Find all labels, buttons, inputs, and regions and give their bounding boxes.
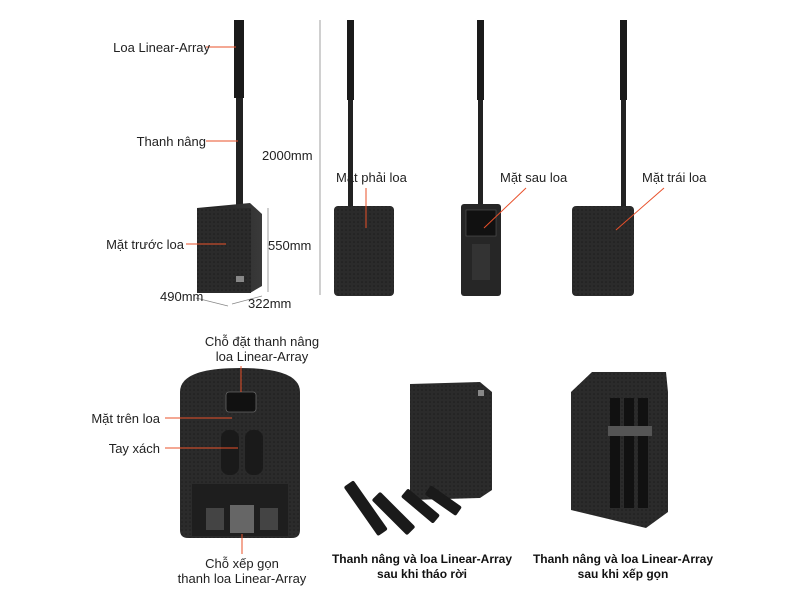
right-array-column	[347, 20, 354, 100]
left-sub-body	[572, 206, 634, 296]
detached-sub	[410, 382, 492, 500]
label-handle: Tay xách	[108, 441, 160, 456]
detached-logo	[478, 390, 484, 396]
speaker-top-view	[180, 368, 300, 538]
jbl-logo-icon	[236, 276, 244, 282]
speaker-front-view	[197, 20, 262, 293]
speaker-back-view	[461, 20, 501, 296]
label-lift-pole: Thanh nâng	[136, 134, 206, 149]
caption-stored-line2: sau khi xếp gọn	[577, 567, 669, 581]
back-pole	[478, 100, 483, 204]
speaker-right-view	[334, 20, 394, 296]
detached-piece-3	[401, 489, 440, 523]
stored-strap	[608, 426, 652, 436]
back-handle-recess	[472, 244, 490, 280]
depth-line	[231, 295, 263, 305]
caption-detached-line2: sau khi tháo rời	[377, 567, 467, 581]
handle-left	[221, 430, 239, 475]
detached-assembly	[344, 382, 492, 536]
detached-piece-1	[344, 480, 388, 536]
stored-assembly	[571, 372, 668, 528]
label-right-side: Mặt phải loa	[336, 170, 407, 185]
label-depth: 322mm	[248, 296, 292, 311]
storage-slot-center	[230, 505, 254, 533]
callout-line-back	[483, 187, 527, 229]
label-top-side: Mặt trên loa	[91, 411, 160, 426]
label-pole-slot-line2: loa Linear-Array	[215, 349, 309, 364]
right-sub-body	[334, 206, 394, 296]
label-back-side: Mặt sau loa	[500, 170, 568, 185]
dimension-lines	[195, 20, 321, 307]
stored-pole-3	[638, 398, 648, 508]
back-control-panel	[465, 209, 497, 237]
callout-lines	[165, 46, 665, 554]
back-array-column	[477, 20, 484, 100]
stored-pole-1	[610, 398, 620, 508]
label-left-side: Mặt trái loa	[642, 170, 707, 185]
callout-line-left	[615, 187, 665, 231]
linear-array-column	[234, 20, 244, 98]
left-array-column	[620, 20, 627, 100]
label-storage-line2: thanh loa Linear-Array	[177, 571, 307, 586]
caption-stored-line1: Thanh nâng và loa Linear-Array	[532, 552, 714, 566]
width-line	[195, 297, 229, 307]
label-height-total: 2000mm	[262, 148, 313, 163]
handle-right	[245, 430, 263, 475]
label-storage-line1: Chỗ xếp gọn	[205, 556, 279, 571]
stored-pole-2	[624, 398, 634, 508]
left-pole	[621, 100, 626, 206]
label-height-base: 550mm	[268, 238, 312, 253]
pole-slot	[225, 391, 257, 413]
lift-pole	[236, 98, 243, 210]
right-pole	[348, 100, 353, 208]
caption-detached-line1: Thanh nâng và loa Linear-Array	[331, 552, 513, 566]
label-pole-slot-line1: Chỗ đặt thanh nâng	[204, 334, 320, 349]
label-width: 490mm	[160, 289, 204, 304]
detached-piece-4	[425, 486, 462, 516]
storage-slot-left	[206, 508, 224, 530]
storage-slot-right	[260, 508, 278, 530]
label-linear-array: Loa Linear-Array	[113, 40, 210, 55]
speaker-left-view	[572, 20, 634, 296]
label-front: Mặt trước loa	[106, 237, 184, 252]
detached-piece-2	[372, 492, 415, 535]
